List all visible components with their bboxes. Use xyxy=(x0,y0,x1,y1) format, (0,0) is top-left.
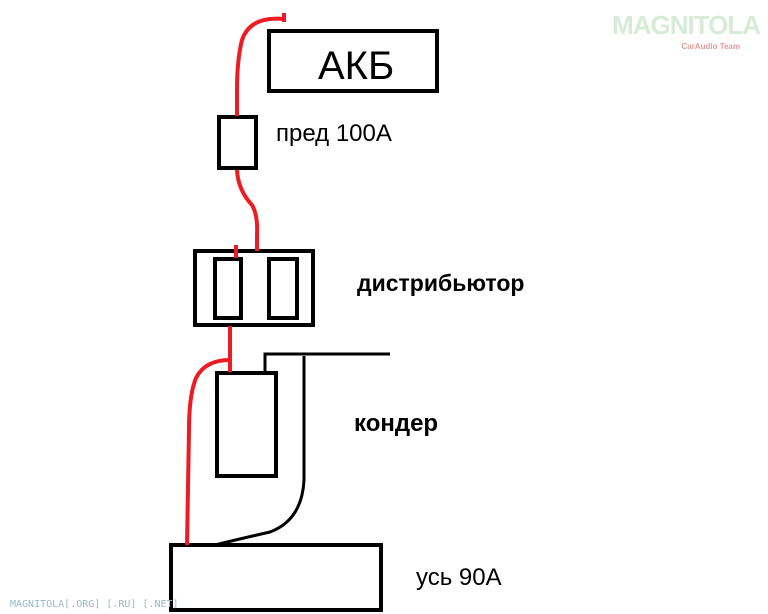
capacitor-label: кондер xyxy=(354,410,439,437)
battery-box xyxy=(267,29,439,93)
distributor-slot-left xyxy=(213,257,243,320)
distributor-slot-right xyxy=(267,257,299,320)
ground-wire xyxy=(214,352,390,547)
watermark-sub: CarAudio Team xyxy=(681,42,740,51)
distributor-box xyxy=(193,249,315,327)
power-wire xyxy=(185,13,286,546)
watermark-main: MAGNITOLA xyxy=(612,10,761,40)
fuse-box xyxy=(217,115,258,170)
capacitor-box xyxy=(215,371,278,478)
fuse-label: пред 100А xyxy=(276,120,392,147)
battery-label: АКБ xyxy=(318,44,395,88)
watermark-logo: MAGNITOLA CarAudio Team xyxy=(612,10,761,52)
amplifier-box xyxy=(169,543,383,612)
watermark-footer: MAGNITOLA[.ORG] [.RU] [.NET] xyxy=(10,599,179,610)
distributor-label: дистрибьютор xyxy=(357,270,525,296)
amplifier-label: усь 90А xyxy=(416,564,502,591)
